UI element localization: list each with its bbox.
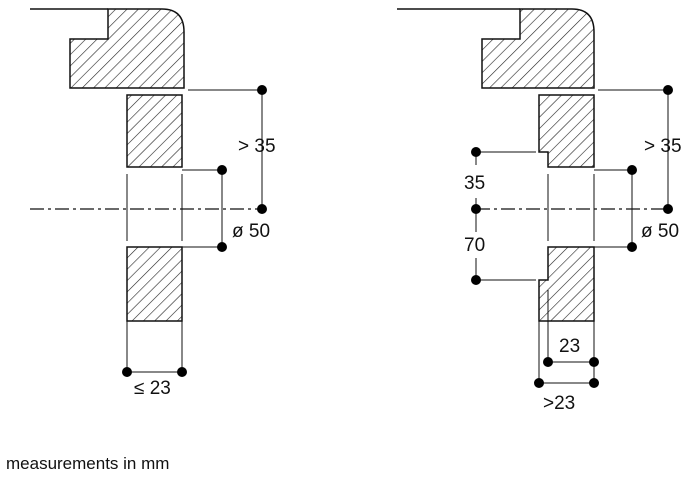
left-gap-label: > 35 (238, 136, 276, 157)
left-dots (122, 85, 267, 377)
left-upper-wall (126, 94, 183, 168)
right-drawing (397, 8, 669, 384)
dot (471, 147, 481, 157)
units-caption: measurements in mm (6, 454, 170, 473)
dot (589, 357, 599, 367)
dot (257, 204, 267, 214)
dot (627, 242, 637, 252)
dot (177, 367, 187, 377)
dot (589, 378, 599, 388)
dot (663, 204, 673, 214)
dot (217, 165, 227, 175)
right-gap-label: > 35 (644, 136, 682, 157)
dot (471, 275, 481, 285)
dot (471, 204, 481, 214)
dot (627, 165, 637, 175)
dot (257, 85, 267, 95)
right-worktop-block (481, 8, 595, 89)
right-diameter-label: ø 50 (641, 221, 679, 242)
dot (534, 378, 544, 388)
right-lower-wall (538, 246, 595, 322)
right-inner-label: 23 (559, 336, 580, 357)
right-upper-label: 35 (464, 173, 485, 194)
left-lower-wall (126, 246, 183, 322)
dot (543, 357, 553, 367)
dot (217, 242, 227, 252)
dot (663, 85, 673, 95)
right-upper-wall (538, 94, 595, 168)
left-worktop-block (69, 8, 185, 89)
right-lower-label: 70 (464, 235, 485, 256)
right-dots (471, 85, 673, 388)
dot (122, 367, 132, 377)
left-thickness-label: ≤ 23 (134, 378, 171, 399)
left-drawing (30, 8, 263, 373)
right-outer-label: >23 (543, 393, 575, 414)
left-diameter-label: ø 50 (232, 221, 270, 242)
